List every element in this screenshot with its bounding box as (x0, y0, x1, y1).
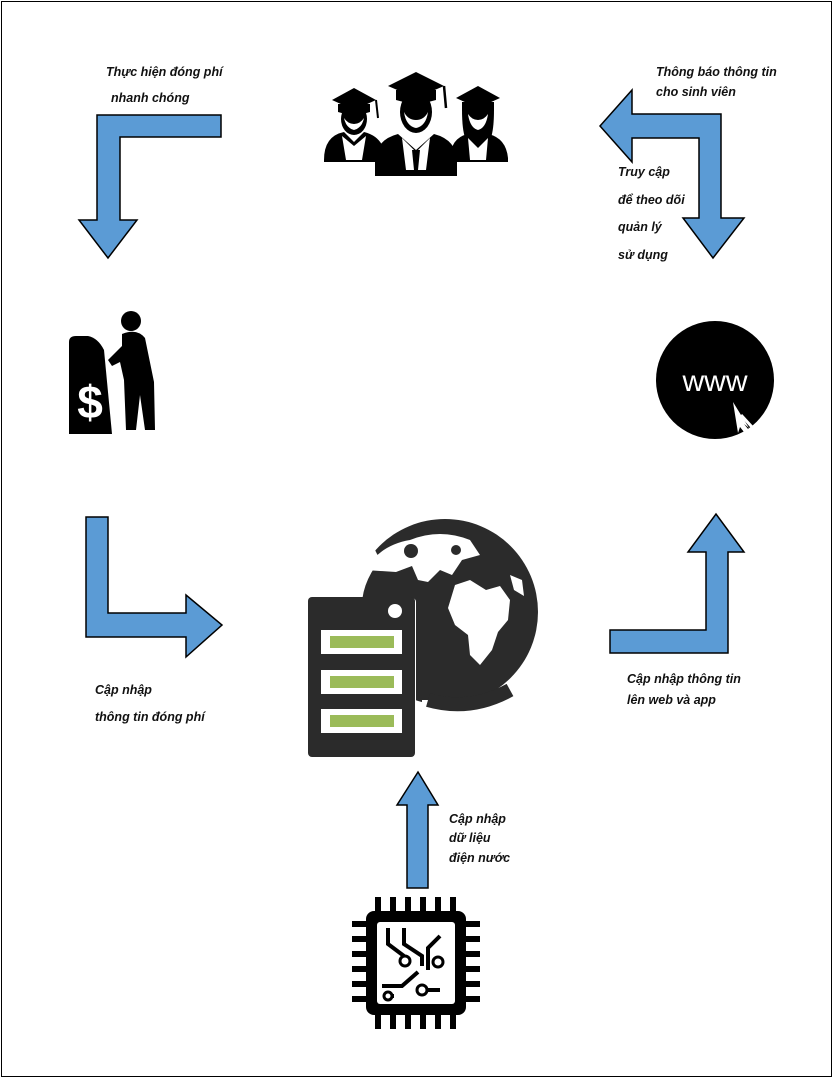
web-icon-text: www (682, 365, 748, 398)
server-globe-icon (306, 519, 542, 758)
web-icon: www (656, 321, 774, 439)
dollar-sign-icon: $ (77, 376, 103, 428)
arrow-chip-to-server (395, 770, 440, 889)
label-update-web-line1: Cập nhập thông tin (627, 672, 741, 686)
label-update-fee-line1: Cập nhập (95, 683, 152, 697)
label-pay-fee-line2: nhanh chóng (111, 91, 190, 105)
label-access-line1: Truy cập (618, 165, 670, 179)
students-icon (324, 72, 508, 176)
atm-payment-icon: $ (69, 311, 155, 434)
label-notify-line1: Thông báo thông tin (656, 65, 777, 79)
arrow-server-to-web (609, 512, 746, 654)
arrow-web-to-students (598, 88, 746, 260)
label-update-web-line2: lên web và app (627, 693, 716, 707)
label-access-line3: quản lý (618, 220, 663, 234)
label-update-fee-line2: thông tin đóng phí (95, 710, 206, 724)
label-update-data-line2: dữ liệu (449, 831, 491, 845)
arrow-pay-to-atm (77, 114, 222, 260)
label-access-line4: sử dụng (618, 248, 668, 262)
iot-chip-icon (352, 897, 480, 1029)
label-update-data-line3: điện nước (449, 851, 510, 865)
label-pay-fee-line1: Thực hiện đóng phí (106, 65, 224, 79)
label-access-line2: để theo dõi (618, 193, 685, 207)
server-tower-icon (306, 597, 416, 758)
arrow-atm-to-server (85, 516, 224, 659)
label-notify-line2: cho sinh viên (656, 85, 736, 99)
label-update-data-line1: Cập nhập (449, 812, 506, 826)
